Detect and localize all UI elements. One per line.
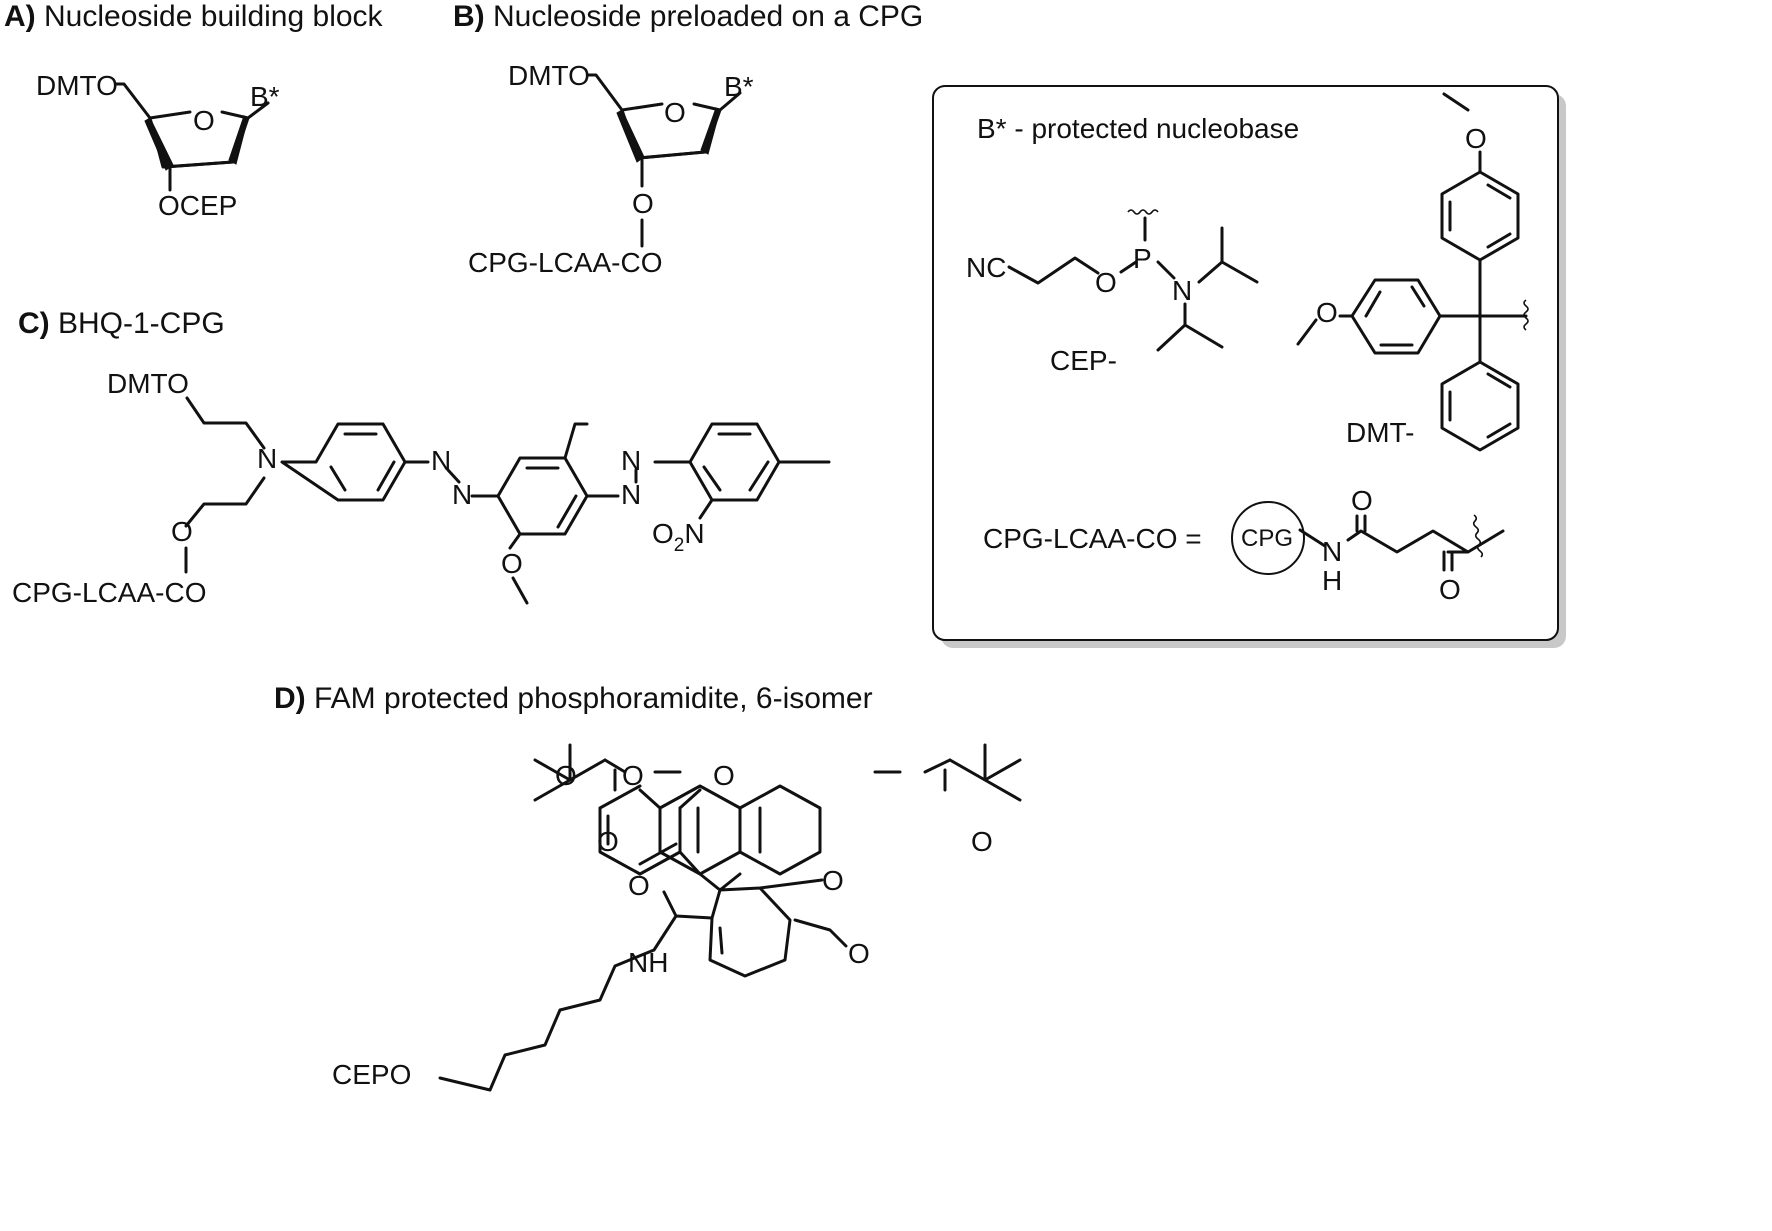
- panel-a-title: A) Nucleoside building block: [4, 0, 384, 33]
- legend-protected-nucleobase: B* - protected nucleobase: [977, 113, 1299, 144]
- c-cpg-label: CPG-LCAA-CO: [12, 577, 206, 608]
- b-ring-oxygen: O: [664, 97, 686, 128]
- c-azo2-n-bottom: N: [621, 479, 641, 510]
- d-cepo-label: CEPO: [332, 1059, 411, 1090]
- cpg-amide-n: N: [1322, 536, 1342, 567]
- panel-a-structure: DMTO O B* OCEP: [36, 70, 280, 221]
- panel-c-title: C) BHQ-1-CPG: [18, 307, 225, 340]
- dmt-label: DMT-: [1346, 417, 1414, 448]
- c-dmto-label: DMTO: [107, 368, 189, 399]
- a-wedge-bond-2: [228, 115, 249, 165]
- c-azo2-n-top: N: [621, 445, 641, 476]
- d-lactone-carbonyl-o: O: [848, 938, 870, 969]
- cep-attachment-wavy: [1127, 209, 1159, 215]
- cep-structure: NC O P N CEP-: [966, 209, 1259, 376]
- c-azo1-n-top: N: [431, 445, 451, 476]
- c-nitro-label: O2N: [652, 518, 705, 556]
- cep-n-label: N: [1172, 275, 1192, 306]
- legend-box: B* - protected nucleobase NC O P N CEP- …: [932, 85, 1566, 648]
- a-dmto-label: DMTO: [36, 70, 118, 101]
- d-right-carbonyl-o: O: [971, 826, 993, 857]
- cep-o-label: O: [1095, 267, 1117, 298]
- b-base-label: B*: [724, 71, 754, 102]
- dmt-structure: O O DMT-: [1296, 92, 1529, 452]
- b-dmto-label: DMTO: [508, 60, 590, 91]
- cpg-bead-circle: [1231, 501, 1305, 575]
- panel-b-title: B) Nucleoside preloaded on a CPG: [453, 0, 923, 33]
- c-methoxy-o: O: [501, 548, 523, 579]
- b-wedge-bond-2: [700, 107, 721, 155]
- dmt-attachment-wavy: [1523, 299, 1529, 331]
- panel-d-structure: O O O O O O O O NH CEPO: [332, 743, 1022, 1092]
- d-xanthene-o: O: [622, 760, 644, 791]
- c-azo1-n-bottom: N: [452, 479, 472, 510]
- a-ring-oxygen: O: [193, 105, 215, 136]
- a-wedge-bond: [144, 117, 174, 171]
- d-lactone-o: O: [822, 865, 844, 896]
- cpg-attachment-wavy: [1472, 514, 1484, 558]
- a-base-label: B*: [250, 81, 280, 112]
- cpg-amide-h: H: [1322, 565, 1342, 596]
- panel-c-structure: DMTO N O CPG-LCAA-CO N N N N O O2N: [12, 368, 831, 608]
- dmt-methoxy-left-o: O: [1316, 297, 1338, 328]
- cep-label: CEP-: [1050, 345, 1117, 376]
- a-ocep-label: OCEP: [158, 190, 237, 221]
- cpg-ketone-o: O: [1439, 574, 1461, 605]
- cpg-amide-o: O: [1351, 485, 1373, 516]
- panel-d-title: D) FAM protected phosphoramidite, 6-isom…: [274, 682, 873, 715]
- b-wedge-bond: [616, 109, 645, 163]
- b-cpg-label: CPG-LCAA-CO: [468, 247, 662, 278]
- d-amide-o: O: [628, 870, 650, 901]
- cpg-linker-structure: CPG-LCAA-CO = CPG N H O O: [983, 485, 1505, 605]
- panel-b-structure: DMTO O B* O CPG-LCAA-CO: [468, 60, 754, 278]
- d-right-ester-o: O: [713, 760, 735, 791]
- cpg-definition-label: CPG-LCAA-CO =: [983, 523, 1202, 554]
- c-amine-n: N: [257, 443, 277, 474]
- cep-p-label: P: [1133, 243, 1152, 274]
- b-ester-oxygen: O: [632, 188, 654, 219]
- cpg-bead-label: CPG: [1241, 525, 1293, 552]
- dmt-methoxy-top-o: O: [1465, 123, 1487, 154]
- legend-frame: [932, 85, 1559, 641]
- cep-nc-label: NC: [966, 252, 1006, 283]
